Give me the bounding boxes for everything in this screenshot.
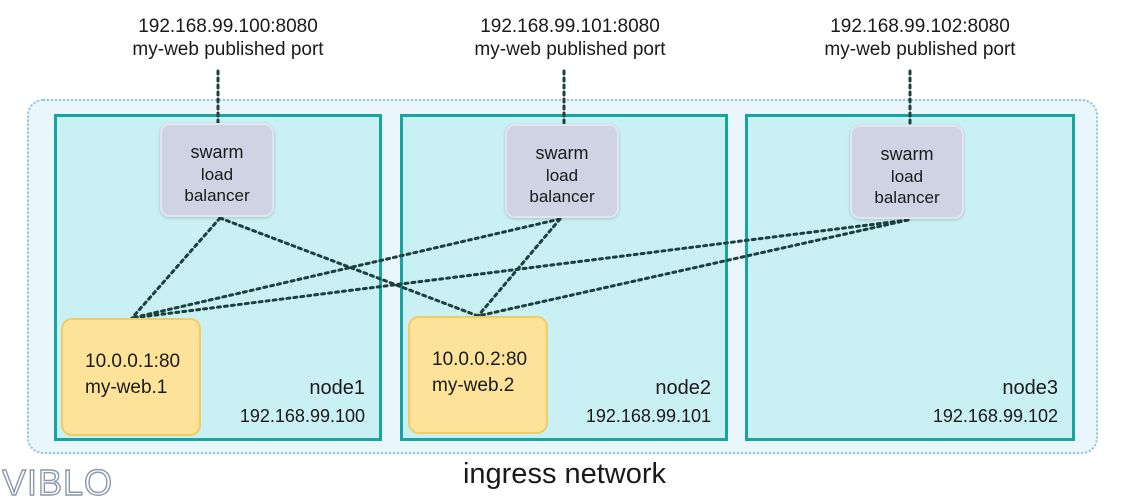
load-balancer-label: balancer <box>184 186 250 205</box>
swarm-load-balancer-node2: swarm load balancer <box>505 124 619 218</box>
task-my-web-1: 10.0.0.1:80 my-web.1 <box>61 318 201 436</box>
swarm-load-balancer-node3: swarm load balancer <box>850 125 964 219</box>
load-balancer-label: balancer <box>874 188 940 207</box>
load-balancer-label: load <box>200 165 234 184</box>
load-balancer-label: load <box>545 166 579 185</box>
task-name: my-web.2 <box>432 375 515 396</box>
svg-text:VIBLO: VIBLO <box>2 464 113 500</box>
published-port-caption: my-web published port <box>824 39 1016 60</box>
load-balancer-label: balancer <box>529 187 595 206</box>
published-port-label-node3: 192.168.99.102:8080 my-web published por… <box>800 15 1040 61</box>
load-balancer-label: swarm <box>880 144 934 164</box>
node-ip: 192.168.99.100 <box>239 406 365 426</box>
load-balancer-label: swarm <box>190 142 244 162</box>
published-port-caption: my-web published port <box>132 39 324 60</box>
published-port-address: 192.168.99.101:8080 <box>480 16 660 37</box>
task-name: my-web.1 <box>85 377 168 398</box>
node-name: node3 <box>1002 377 1058 399</box>
published-port-address: 192.168.99.102:8080 <box>830 16 1010 37</box>
load-balancer-label: load <box>890 167 924 186</box>
task-address: 10.0.0.2:80 <box>432 349 528 370</box>
node-ip: 192.168.99.101 <box>585 406 711 426</box>
published-port-address: 192.168.99.100:8080 <box>138 16 318 37</box>
node-name: node2 <box>655 377 711 399</box>
task-my-web-2: 10.0.0.2:80 my-web.2 <box>408 316 548 434</box>
published-port-label-node2: 192.168.99.101:8080 my-web published por… <box>450 15 690 61</box>
node-name: node1 <box>309 377 365 399</box>
swarm-load-balancer-node1: swarm load balancer <box>160 123 274 217</box>
task-address: 10.0.0.1:80 <box>85 351 181 372</box>
viblo-logo: VIBLO <box>2 464 113 500</box>
node-ip: 192.168.99.102 <box>932 406 1058 426</box>
published-port-label-node1: 192.168.99.100:8080 my-web published por… <box>108 15 348 61</box>
load-balancer-label: swarm <box>535 143 589 163</box>
ingress-network-label: ingress network <box>462 458 667 490</box>
published-port-caption: my-web published port <box>474 39 666 60</box>
